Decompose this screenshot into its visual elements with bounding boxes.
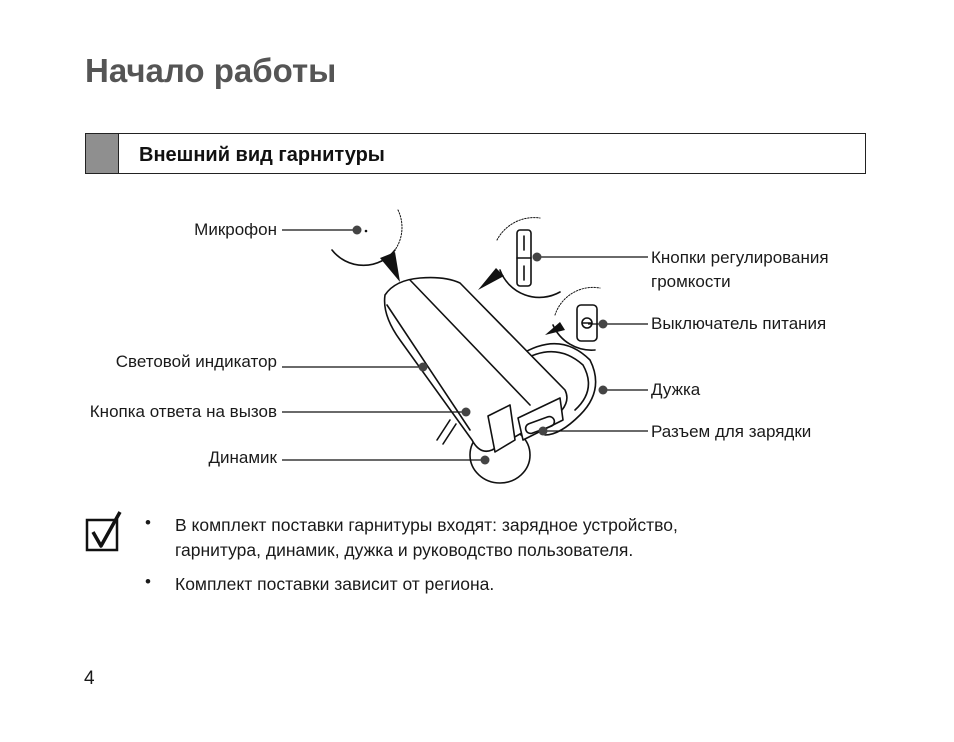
label-volume-line2: громкости bbox=[651, 272, 731, 291]
label-power: Выключатель питания bbox=[651, 314, 827, 333]
page-number: 4 bbox=[84, 668, 95, 689]
label-microphone: Микрофон bbox=[194, 220, 277, 239]
headset-body bbox=[383, 276, 568, 453]
note-2: Комплект поставки зависит от региона. bbox=[175, 574, 495, 594]
bullet: • bbox=[145, 572, 151, 591]
label-answer-button: Кнопка ответа на вызов bbox=[89, 402, 277, 421]
checkmark-box-icon bbox=[85, 511, 122, 552]
note-1-line2: гарнитура, динамик, дужка и руководство … bbox=[175, 540, 634, 560]
bullet: • bbox=[145, 513, 151, 532]
label-speaker: Динамик bbox=[208, 448, 277, 467]
label-indicator: Световой индикатор bbox=[115, 352, 277, 371]
label-charging-port: Разъем для зарядки bbox=[651, 422, 812, 441]
section-header: Внешний вид гарнитуры bbox=[85, 133, 866, 174]
section-marker bbox=[86, 134, 119, 173]
label-ear-hook: Дужка bbox=[651, 380, 701, 399]
page-title: Начало работы bbox=[85, 52, 337, 89]
label-volume-line1: Кнопки регулирования bbox=[651, 248, 829, 267]
section-title: Внешний вид гарнитуры bbox=[139, 144, 385, 166]
ear-hook-shape bbox=[519, 342, 597, 436]
note-1-line1: В комплект поставки гарнитуры входят: за… bbox=[175, 515, 678, 535]
